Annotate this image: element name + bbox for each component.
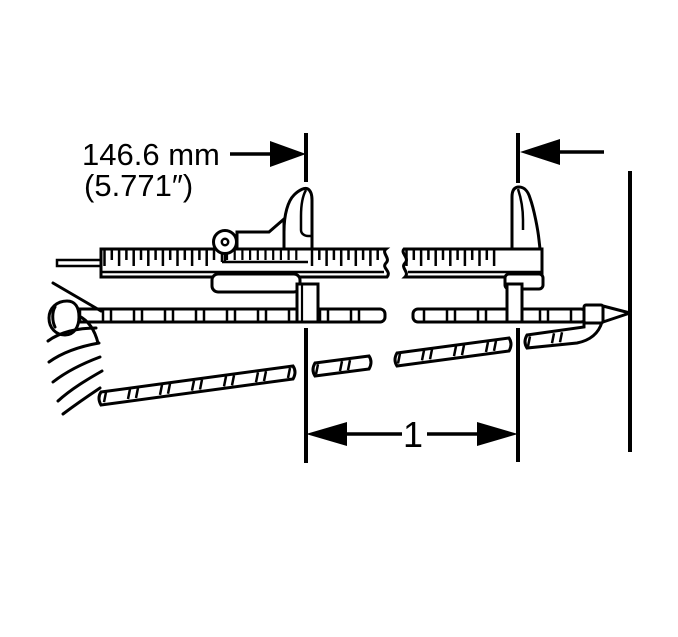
dimension-annotation-top: 146.6 mm (5.771″)	[82, 133, 604, 203]
conduit-divider	[262, 370, 268, 382]
conduit-divider	[558, 331, 564, 343]
conduit-divider	[134, 387, 140, 399]
left-lower-jaw	[295, 282, 320, 324]
dimension-annotation-bottom: 1	[304, 328, 520, 463]
conduit-divider	[158, 384, 164, 396]
slider-clamp	[210, 272, 302, 294]
conduit-divider	[420, 350, 426, 361]
finger-line	[56, 369, 104, 403]
cable-dividers	[78, 310, 573, 321]
conduit-divider	[346, 359, 352, 371]
arrowhead-right-icon	[270, 141, 306, 167]
conduit-divider	[338, 360, 344, 372]
arrowhead-right-icon	[477, 422, 518, 446]
conduit-divider	[166, 383, 172, 395]
conduit-divider	[190, 380, 196, 391]
conduit-divider	[492, 340, 498, 352]
cable-ferrule	[582, 303, 605, 325]
left-jaw	[282, 186, 314, 251]
caliper-depth-rod	[55, 258, 103, 268]
conduit-divider	[314, 364, 320, 375]
vernier-caliper	[55, 185, 545, 324]
cable-pointed-tip	[601, 304, 632, 324]
conduit-divider	[396, 353, 402, 364]
thumb	[47, 299, 81, 337]
conduit-divider	[102, 391, 108, 403]
conduit-divider	[484, 341, 490, 353]
ruler-ticks	[103, 250, 496, 266]
conduit-divider	[550, 333, 556, 344]
cable-right-piece	[411, 307, 588, 324]
finger-line	[46, 326, 98, 343]
right-jaw	[510, 185, 542, 251]
finger-line	[51, 355, 102, 384]
conduit-divider	[428, 349, 434, 360]
dimension-value-imperial: (5.771″)	[84, 168, 193, 203]
right-lower-jaw	[505, 282, 524, 324]
finger-line	[61, 386, 102, 416]
callout-1-label: 1	[403, 414, 423, 455]
conduit-divider	[230, 375, 236, 386]
thumb-nail-line	[51, 305, 57, 329]
arrowhead-left-icon	[520, 139, 560, 165]
vernier-ticks	[225, 250, 298, 260]
hand	[46, 281, 104, 416]
conduit-divider	[254, 371, 260, 383]
conduit-divider	[526, 336, 532, 347]
conduit-divider	[452, 345, 458, 357]
left-jaw-detail	[299, 189, 312, 238]
thumbwheel-axle	[220, 237, 230, 247]
caliper-beam-right	[401, 247, 544, 279]
conduit-divider	[460, 344, 466, 356]
right-jaw-detail	[516, 188, 525, 230]
arrowhead-left-icon	[306, 422, 347, 446]
hand-index-edge	[51, 281, 103, 313]
diagonal-conduit	[97, 320, 605, 407]
dimension-value-metric: 146.6 mm	[82, 137, 220, 172]
conduit-divider	[126, 388, 132, 400]
conduit-divider	[198, 379, 204, 390]
conduit-dividers	[102, 331, 564, 403]
conduit-segment-merging-tip	[523, 320, 605, 350]
slider-bar	[235, 215, 286, 251]
conduit-divider	[286, 367, 292, 379]
conduit-divider	[222, 376, 228, 387]
thumbwheel	[212, 229, 238, 255]
conduit-segment	[97, 364, 297, 407]
finger-line	[47, 341, 101, 364]
horizontal-cable	[66, 303, 632, 325]
conduit-segment	[393, 336, 513, 368]
